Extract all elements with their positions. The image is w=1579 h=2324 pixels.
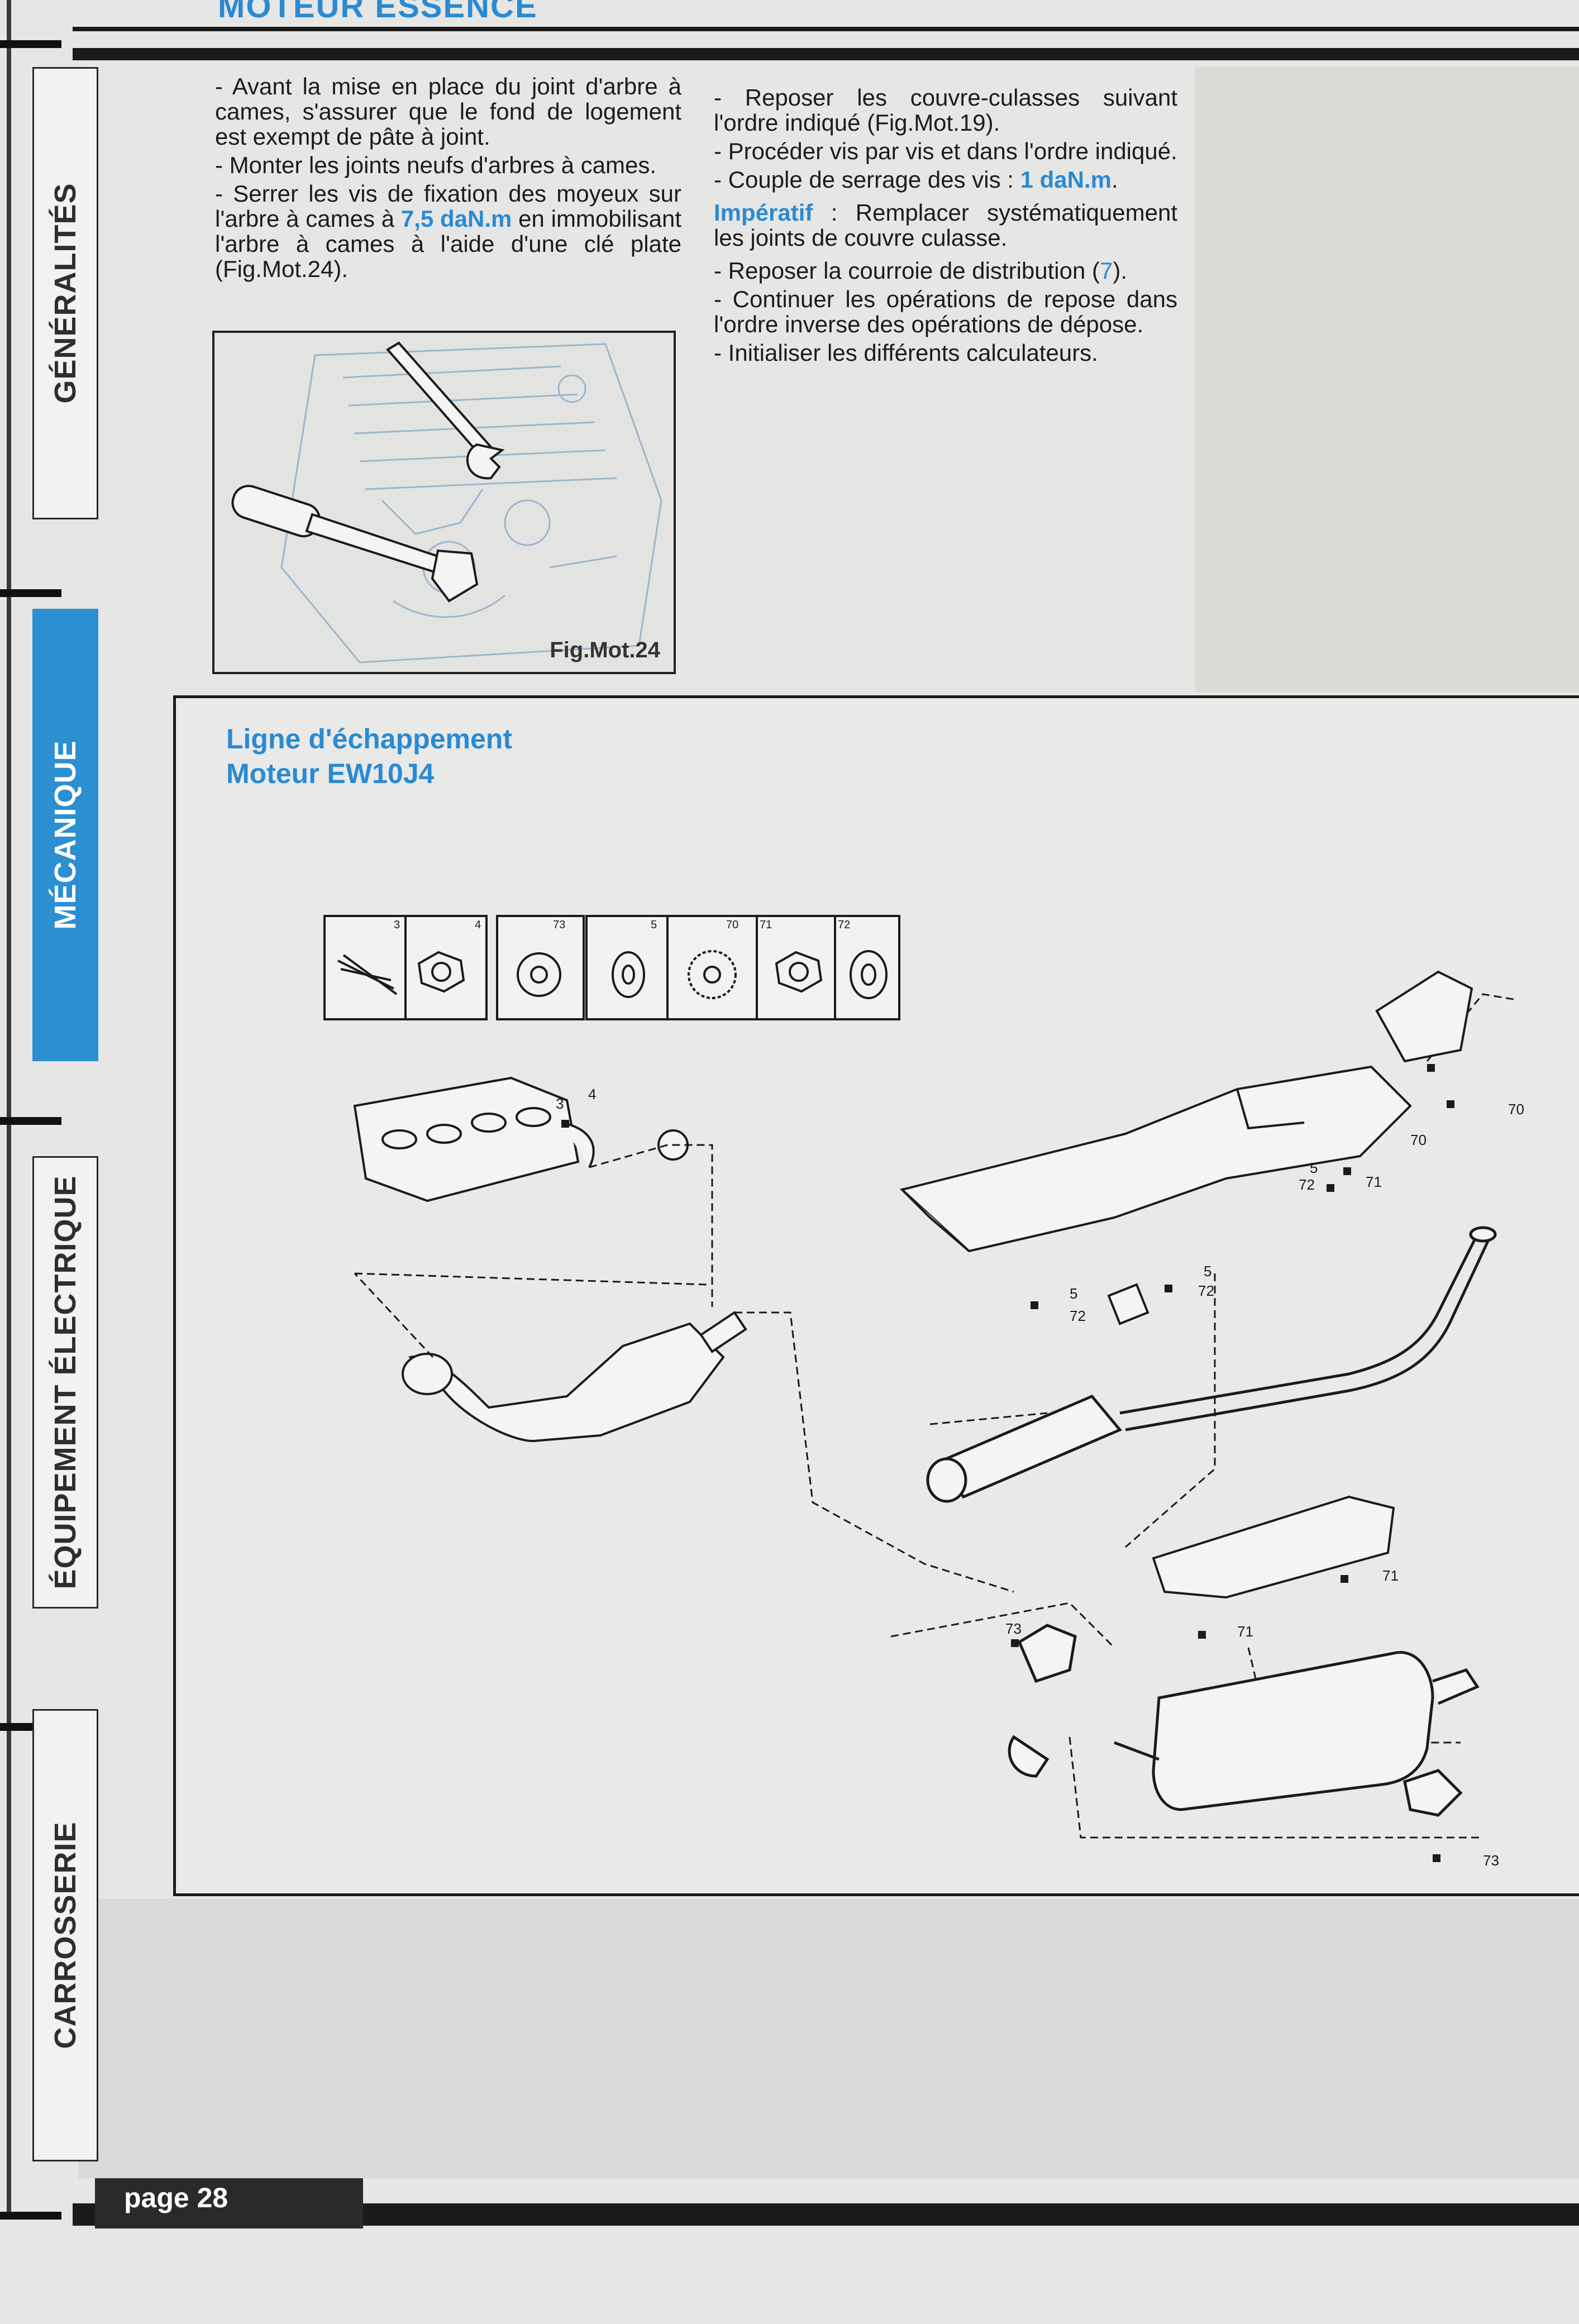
figure-caption: Fig.Mot.24 (550, 638, 660, 662)
svg-text:3: 3 (394, 919, 400, 931)
svg-text:71: 71 (1237, 1623, 1253, 1640)
svg-text:5: 5 (1070, 1285, 1077, 1302)
tab-label: GÉNÉRALITÉS (49, 183, 82, 404)
instruction-paragraph: - Couple de serrage des vis : 1 daN.m. (714, 167, 1177, 192)
header-rule (73, 27, 1579, 31)
svg-text:73: 73 (1483, 1852, 1499, 1869)
background-shade (78, 1899, 1579, 2178)
intermediate-silencer (926, 1226, 1497, 1503)
instruction-paragraph: - Reposer les couvre-culasses suivant l'… (714, 84, 1177, 136)
instruction-text: en immobilisant l'arbre à cames à l'aide… (215, 206, 682, 282)
svg-text:72: 72 (1299, 1176, 1315, 1193)
svg-text:73: 73 (1005, 1620, 1022, 1637)
tab-mecanique[interactable]: MÉCANIQUE (32, 609, 98, 1061)
header-bar (73, 48, 1579, 60)
exhaust-line-illustration: 3 4 73 5 70 71 72 (323, 915, 1524, 1869)
figure-mot-24: Fig.Mot.24 (212, 331, 676, 674)
tab-label: CARROSSERIE (49, 1821, 82, 2049)
torque-value: 7,5 daN.m (400, 206, 512, 232)
parts-legend (323, 915, 900, 1020)
svg-text:71: 71 (760, 919, 772, 931)
warning-paragraph: Impératif : Remplacer systématiquement l… (714, 200, 1177, 250)
page-number: page 28 (124, 2182, 228, 2213)
instruction-paragraph: - Serrer les vis de fixation des moyeux … (215, 181, 681, 281)
instruction-paragraph: - Initialiser les différents calculateur… (714, 340, 1098, 366)
background-shade (1195, 67, 1579, 693)
instruction-text: - Reposer la courroie de distribution ( (714, 257, 1100, 284)
svg-text:72: 72 (838, 919, 850, 931)
diagram-subtitle-line: Moteur EW10J4 (226, 758, 435, 789)
svg-text:72: 72 (1070, 1307, 1086, 1324)
right-text-column: - Reposer les couvre-culasses suivant l'… (714, 85, 1177, 369)
legend-numbers: 3 4 73 5 70 71 72 (394, 919, 850, 931)
svg-text:70: 70 (726, 919, 738, 931)
svg-text:70: 70 (1410, 1132, 1427, 1148)
tab-label: ÉQUIPEMENT ÉLECTRIQUE (49, 1175, 82, 1590)
instruction-text: - Couple de serrage des vis : (714, 166, 1014, 193)
tab-carrosserie[interactable]: CARROSSERIE (32, 1709, 98, 2161)
warning-label: Impératif (714, 199, 813, 226)
binder-mark (0, 1117, 61, 1125)
instruction-paragraph: - Reposer la courroie de distribution (7… (714, 258, 1177, 283)
binder-mark (0, 589, 61, 597)
rear-silencer (1008, 1624, 1480, 1817)
diagram-title: Ligne d'échappement Moteur EW10J4 (226, 722, 512, 791)
instruction-text: - Serrer les vis de fixation des moyeux … (215, 180, 681, 232)
exhaust-manifold (353, 1076, 689, 1202)
instruction-paragraph: - Continuer les opérations de repose dan… (714, 286, 1177, 337)
svg-text:72: 72 (1198, 1282, 1214, 1299)
svg-text:4: 4 (475, 919, 481, 931)
svg-text:5: 5 (651, 919, 657, 931)
svg-text:73: 73 (553, 919, 565, 931)
instruction-text: ). (1113, 257, 1128, 284)
svg-text:5: 5 (1310, 1159, 1318, 1176)
catalytic-converter (402, 1311, 747, 1443)
camshaft-wrench-illustration (231, 341, 662, 664)
svg-text:71: 71 (1382, 1567, 1399, 1584)
binder-mark (0, 40, 61, 48)
mounting-rubbers (1107, 1283, 1149, 1325)
tab-equipement-electrique[interactable]: ÉQUIPEMENT ÉLECTRIQUE (32, 1156, 98, 1609)
svg-text:5: 5 (1204, 1263, 1211, 1280)
binder-line (7, 0, 11, 2212)
legend-parts (337, 950, 888, 999)
warning-text: : Remplacer systématiquement les joints … (714, 199, 1177, 251)
section-title: MOTEUR ESSENCE (218, 0, 538, 25)
diagram-title-line: Ligne d'échappement (226, 723, 512, 755)
instruction-paragraph: - Monter les joints neufs d'arbres à cam… (215, 152, 657, 178)
binder-mark (0, 2212, 61, 2220)
callout-markers (561, 1064, 1454, 1862)
heat-shield (899, 970, 1473, 1599)
svg-text:71: 71 (1366, 1173, 1382, 1190)
reference-number: 7 (1100, 257, 1113, 284)
torque-value: 1 daN.m (1020, 166, 1111, 193)
svg-text:4: 4 (588, 1086, 596, 1103)
exhaust-diagram-box: Ligne d'échappement Moteur EW10J4 3 4 (173, 695, 1579, 1896)
tab-generalites[interactable]: GÉNÉRALITÉS (32, 67, 98, 519)
tab-label: MÉCANIQUE (49, 740, 82, 930)
instruction-paragraph: - Procéder vis par vis et dans l'ordre i… (714, 138, 1177, 164)
svg-text:70: 70 (1508, 1101, 1524, 1118)
svg-text:3: 3 (556, 1095, 564, 1112)
instruction-text: . (1111, 166, 1118, 193)
left-text-column: - Avant la mise en place du joint d'arbr… (215, 74, 681, 285)
instruction-paragraph: - Avant la mise en place du joint d'arbr… (215, 73, 681, 150)
page-number-tab (95, 2178, 363, 2228)
